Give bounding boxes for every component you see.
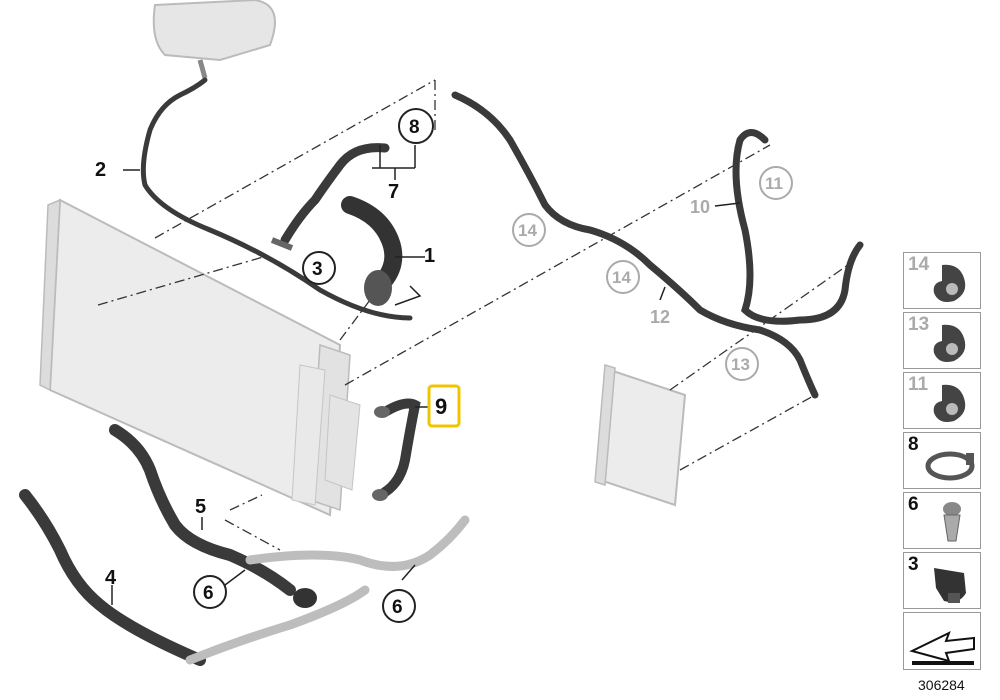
clip-clamp-icon [933,264,966,302]
callout-6a: 6 [203,583,214,604]
panel-item-6: 6 [903,492,981,549]
orientation-arrow-icon [909,631,975,665]
panel-item-13: 13 [903,312,981,369]
hose-12 [451,91,819,399]
callout-1: 1 [424,245,435,267]
callout-10: 10 [690,197,710,217]
panel-number: 11 [908,374,929,395]
highlight-box [427,384,461,428]
reference-number: 306284 [918,677,965,693]
hose-2 [140,77,413,321]
callout-8: 8 [409,117,420,138]
callout-11: 11 [765,174,783,193]
hose-10 [732,129,864,325]
panel-number: 14 [908,254,930,275]
callout-5: 5 [195,496,206,518]
panel-number: 3 [908,554,919,575]
hose-1 [341,196,403,294]
expanding-rivet-icon [943,502,961,542]
panel-number: 13 [908,314,930,335]
panel-item-arrow [903,612,981,670]
hose-5 [109,424,296,596]
hose-9 [375,398,421,500]
hose-4 [19,489,206,666]
callout-labels: 1 2 3 4 5 6 6 7 8 9 10 11 12 13 14 14 [95,108,793,623]
callout-leaders [111,145,741,605]
callout-12: 12 [650,307,670,327]
callout-9: 9 [435,394,447,419]
panel-item-3: 3 [903,552,981,609]
panel-number: 6 [908,494,919,515]
hose-8 [280,143,390,245]
guide-lines [97,79,856,551]
panel-item-8: 8 [903,432,981,489]
panel-item-14: 14 [903,252,981,309]
auxiliary-radiator [594,364,687,507]
callout-13: 13 [731,355,750,374]
panel-item-11: 11 [903,372,981,429]
clip-clamp-icon [933,324,966,362]
radiator [39,198,361,517]
hose-clamp-icon [925,451,975,481]
pipe-upper [245,515,470,571]
callout-3: 3 [312,259,323,280]
callout-14b: 14 [612,268,631,287]
cable-clip-icon [934,568,966,603]
callout-14a: 14 [518,221,537,240]
pipe-lower [185,585,370,665]
expansion-tank [152,0,276,79]
panel-number: 8 [908,434,919,455]
callout-2: 2 [95,159,106,181]
callout-6b: 6 [392,597,403,618]
clip-clamp-icon [933,384,966,422]
callout-4: 4 [105,567,117,589]
callout-7: 7 [388,181,399,203]
